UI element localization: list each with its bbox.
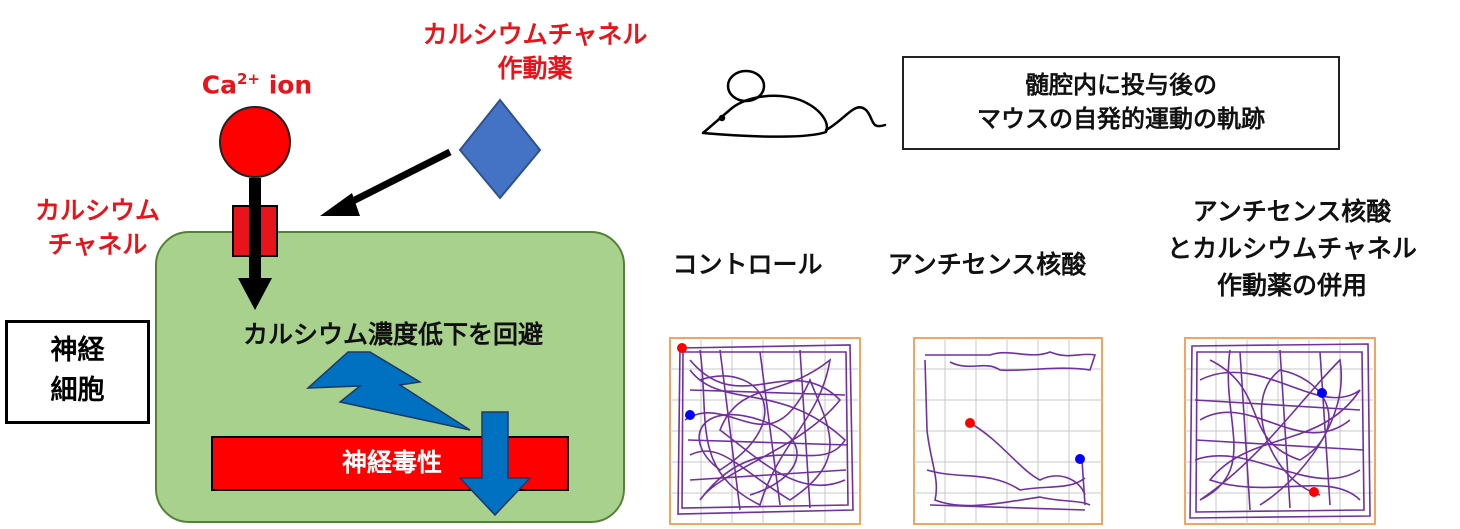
arena-antisense <box>913 337 1103 525</box>
group-label-combination: アンチセンス核酸 とカルシウムチャネル 作動薬の併用 <box>1167 197 1417 300</box>
agonist-arrow-line <box>343 148 452 209</box>
arena-control <box>669 337 861 525</box>
trajectory-info-box: 髄腔内に投与後の マウスの自発的運動の軌跡 <box>902 56 1340 150</box>
mouse-icon <box>701 69 887 138</box>
neurotoxicity-label: 神経毒性 <box>341 448 442 477</box>
group-label-antisense: アンチセンス核酸 <box>887 250 1087 279</box>
neurotoxicity-bar <box>211 436 569 491</box>
neuron-label-box: 神経 細胞 <box>5 320 150 424</box>
group-label-control: コントロール <box>672 250 823 279</box>
calcium-channel-label: カルシウム チャネル <box>34 196 160 259</box>
arena-combination <box>1184 337 1376 525</box>
avoid-calcium-drop-text: カルシウム濃度低下を回避 <box>242 320 543 349</box>
agonist-diamond <box>458 98 542 200</box>
activator-label: カルシウムチャネル 作動薬 <box>422 20 648 83</box>
ca-ion-label: Ca2+ ion <box>201 70 313 100</box>
ca-ion-circle <box>219 106 291 178</box>
ion-flow-arrowhead <box>238 278 272 310</box>
down-arrow-icon <box>458 411 532 517</box>
lightning-icon <box>305 351 471 431</box>
agonist-arrowhead <box>320 193 360 216</box>
